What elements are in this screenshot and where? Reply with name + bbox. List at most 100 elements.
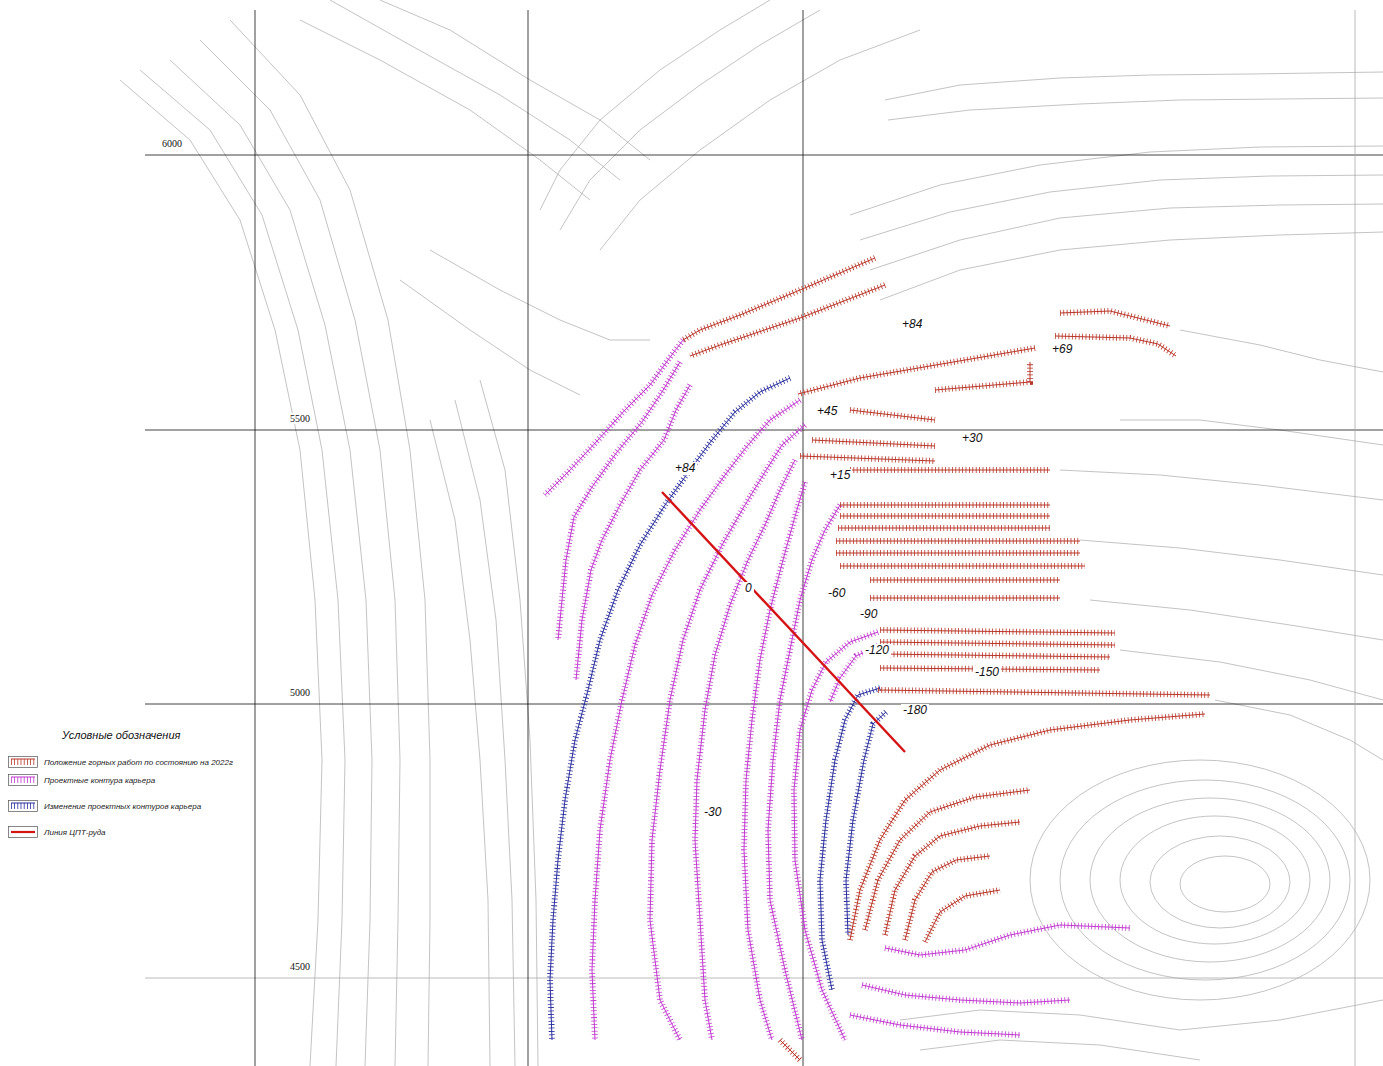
- legend-item: Линия ЦПТ-руда: [8, 826, 106, 838]
- changed-bench: [846, 712, 886, 935]
- bench-2022: [870, 598, 1060, 599]
- bench-elevation: +84: [900, 318, 924, 331]
- contour-line: [860, 175, 1383, 240]
- grid-coordinate: 6000: [160, 138, 184, 149]
- contour-line: [1120, 650, 1383, 700]
- bench-2022: [798, 348, 1035, 394]
- bench-2022: [880, 642, 1115, 645]
- bench-elevation: -120: [863, 644, 891, 657]
- contour-line: [300, 20, 590, 200]
- bench-2022: [880, 630, 1115, 633]
- bench-2022: [850, 410, 935, 420]
- contour-line: [600, 30, 920, 250]
- legend-swatch: [8, 774, 38, 786]
- contour-line: [400, 280, 580, 395]
- design-bench: [650, 425, 805, 1040]
- contour-line: [1030, 760, 1370, 1000]
- bench-2022: [878, 690, 1210, 695]
- grid-coordinate: 5500: [288, 413, 312, 424]
- swatch-frame: [9, 801, 38, 812]
- contour-line: [880, 232, 1383, 300]
- map-layer: [545, 340, 1130, 1040]
- grid-coordinate: 4500: [288, 961, 312, 972]
- swatch-hatch: [11, 803, 35, 809]
- design-bench: [768, 505, 840, 1040]
- bench-2022: [800, 456, 935, 461]
- contour-line: [1180, 330, 1383, 372]
- grid-line: [255, 10, 256, 1066]
- bench-2022: [840, 563, 1085, 569]
- contour-line: [430, 420, 490, 1066]
- swatch-frame: [9, 757, 38, 768]
- bench-2022: [690, 285, 885, 356]
- contour-line: [560, 10, 820, 230]
- contour-line: [170, 60, 372, 1066]
- bench-2022: [925, 890, 1000, 942]
- legend-swatch: [8, 800, 38, 812]
- contour-line: [430, 250, 650, 340]
- contour-line: [1060, 470, 1383, 500]
- grid-line: [1355, 10, 1356, 1066]
- design-bench: [545, 340, 683, 495]
- bench-2022: [850, 410, 935, 420]
- contour-line: [1080, 540, 1383, 575]
- contour-line: [455, 400, 515, 1066]
- swatch-frame: [9, 775, 38, 786]
- bench-elevation: +84: [673, 462, 697, 475]
- bench-2022: [1060, 311, 1170, 326]
- bench-elevation: +69: [1050, 343, 1074, 356]
- bench-2022: [850, 470, 1050, 471]
- legend-text: Положение горных работ по состоянию на 2…: [44, 758, 233, 767]
- bench-2022: [925, 890, 1000, 942]
- legend-swatch: [8, 756, 38, 768]
- design-bench: [862, 985, 1070, 1003]
- bench-elevation: -180: [901, 704, 929, 717]
- grid-coordinate: 5000: [288, 687, 312, 698]
- bench-2022: [850, 467, 1050, 473]
- bench-2022: [850, 714, 1205, 940]
- bench-elevation: +15: [828, 469, 852, 482]
- bench-2022: [836, 541, 1080, 542]
- design-bench: [545, 340, 683, 495]
- contour-line: [900, 1000, 1383, 1030]
- bench-2022: [836, 538, 1080, 544]
- bench-2022: [880, 654, 1110, 657]
- bench-elevation: +30: [960, 432, 984, 445]
- design-bench: [794, 632, 878, 1040]
- contour-line: [888, 98, 1383, 120]
- conveyor-line: [662, 492, 905, 752]
- design-bench: [592, 400, 800, 1040]
- contour-line: [870, 204, 1383, 270]
- legend-item: Положение горных работ по состоянию на 2…: [8, 756, 233, 768]
- bench-2022: [838, 528, 1050, 529]
- bench-2022: [905, 856, 990, 940]
- bench-2022: [878, 690, 1210, 695]
- design-bench: [744, 482, 805, 1040]
- bench-2022: [840, 513, 1050, 519]
- design-bench: [885, 925, 1130, 955]
- contour-line: [540, 0, 770, 210]
- contour-line: [1090, 798, 1330, 962]
- design-bench: [576, 385, 690, 680]
- bench-2022: [798, 348, 1035, 394]
- legend-text: Линия ЦПТ-руда: [44, 828, 106, 837]
- contour-line: [1060, 780, 1350, 980]
- contour-line: [1120, 816, 1310, 944]
- bench-elevation: -60: [826, 587, 847, 600]
- bench-2022: [870, 595, 1060, 601]
- design-bench: [650, 425, 805, 1040]
- contour-line: [850, 146, 1383, 215]
- swatch-hatch: [11, 777, 35, 783]
- bench-2022: [880, 654, 1110, 657]
- bench-2022: [690, 285, 885, 356]
- swatch-frame: [9, 827, 38, 838]
- bench-2022: [935, 362, 1030, 390]
- grid-line: [145, 978, 1383, 979]
- grid-line: [145, 704, 1383, 705]
- bench-elevation: -30: [702, 806, 723, 819]
- bench-elevation: +45: [815, 405, 839, 418]
- contour-line: [1120, 420, 1383, 445]
- bench-2022: [840, 505, 1050, 506]
- bench-2022: [850, 714, 1205, 940]
